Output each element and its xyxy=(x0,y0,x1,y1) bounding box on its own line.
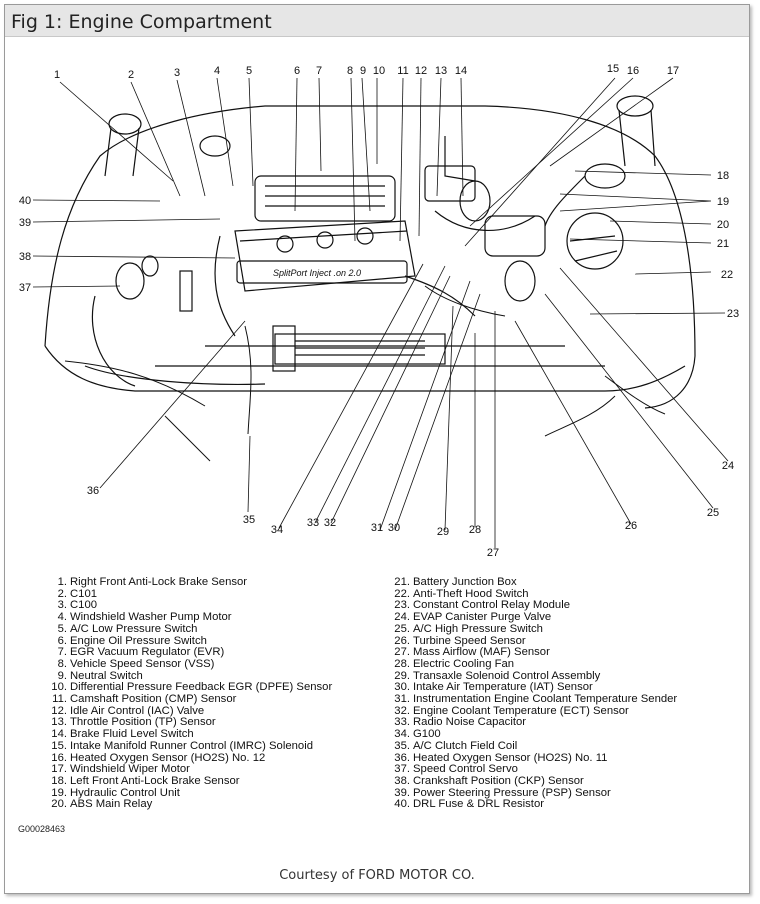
callout-40: 40 xyxy=(19,195,31,207)
callout-10: 10 xyxy=(373,65,385,77)
legend-item: 26.Turbine Speed Sensor xyxy=(394,634,526,647)
callout-12: 12 xyxy=(415,65,427,77)
callout-31: 31 xyxy=(371,522,383,534)
callout-17: 17 xyxy=(667,65,679,77)
callout-3: 3 xyxy=(174,67,180,79)
callout-33: 33 xyxy=(307,517,319,529)
callout-30: 30 xyxy=(388,522,400,534)
callout-28: 28 xyxy=(469,524,481,536)
legend-item: 40.DRL Fuse & DRL Resistor xyxy=(394,798,544,811)
intake-components xyxy=(91,135,626,387)
legend-item: 13.Throttle Position (TP) Sensor xyxy=(51,716,216,729)
legend-item: 34.G100 xyxy=(394,728,441,741)
callout-20: 20 xyxy=(717,219,729,231)
legend-item: 39.Power Steering Pressure (PSP) Sensor xyxy=(394,786,611,799)
callout-2: 2 xyxy=(128,69,134,81)
callout-22: 22 xyxy=(721,269,733,281)
legend-item: 21.Battery Junction Box xyxy=(394,576,517,588)
callout-18: 18 xyxy=(717,170,729,182)
engine-bay-outline xyxy=(44,95,696,409)
legend-item: 14.Brake Fluid Level Switch xyxy=(51,728,194,741)
callout-21: 21 xyxy=(717,238,729,250)
figure-title-bar: Fig 1: Engine Compartment xyxy=(5,5,749,37)
legend-item: 17.Windshield Wiper Motor xyxy=(51,763,190,776)
legend-item: 38.Crankshaft Position (CKP) Sensor xyxy=(394,774,584,787)
callout-34: 34 xyxy=(271,524,283,536)
legend-item: 25.A/C High Pressure Switch xyxy=(394,622,543,635)
legend-item: 1.Right Front Anti-Lock Brake Sensor xyxy=(57,576,248,588)
legend-item: 35.A/C Clutch Field Coil xyxy=(394,739,518,752)
callout-15: 15 xyxy=(607,63,619,75)
legend-item: 16.Heated Oxygen Sensor (HO2S) No. 12 xyxy=(51,751,266,764)
callout-5: 5 xyxy=(246,65,252,77)
callout-38: 38 xyxy=(19,251,31,263)
callout-23: 23 xyxy=(727,308,739,320)
legend-item: 31.Instrumentation Engine Coolant Temper… xyxy=(394,693,678,706)
wiring-harness xyxy=(64,285,666,462)
callout-32: 32 xyxy=(324,517,336,529)
courtesy-credit: Courtesy of FORD MOTOR CO. xyxy=(279,868,475,883)
callout-7: 7 xyxy=(316,65,322,77)
legend-item: 23.Constant Control Relay Module xyxy=(394,599,570,612)
legend-right-column: 21.Battery Junction Box 22.Anti-Theft Ho… xyxy=(390,576,678,811)
legend-item: 22.Anti-Theft Hood Switch xyxy=(394,587,529,600)
engine-plate-text: SplitPort Inject .on 2.0 xyxy=(273,268,361,278)
legend-item: 3.C100 xyxy=(57,599,98,612)
legend-item: 36.Heated Oxygen Sensor (HO2S) No. 11 xyxy=(394,751,608,764)
callout-11: 11 xyxy=(397,65,408,77)
callout-24: 24 xyxy=(722,460,734,472)
legend-item: 15.Intake Manifold Runner Control (IMRC)… xyxy=(51,739,313,752)
callout-6: 6 xyxy=(294,65,300,77)
legend-item: 12.Idle Air Control (IAC) Valve xyxy=(51,704,205,717)
callout-29: 29 xyxy=(437,526,449,538)
legend-item: 30.Intake Air Temperature (IAT) Sensor xyxy=(394,681,593,694)
legend-item: 37.Speed Control Servo xyxy=(394,763,518,776)
legend-item: 24.EVAP Canister Purge Valve xyxy=(394,611,552,624)
callout-27: 27 xyxy=(487,547,499,559)
legend-item: 20.ABS Main Relay xyxy=(51,798,153,811)
legend-item: 18.Left Front Anti-Lock Brake Sensor xyxy=(51,774,240,787)
callout-9: 9 xyxy=(360,65,366,77)
callout-39: 39 xyxy=(19,217,31,229)
legend-item: 10.Differential Pressure Feedback EGR (D… xyxy=(51,681,333,694)
legend-item: 33.Radio Noise Capacitor xyxy=(394,716,527,729)
callout-4: 4 xyxy=(214,65,220,77)
callout-13: 13 xyxy=(435,65,447,77)
legend-left-column: 1.Right Front Anti-Lock Brake Sensor 2.C… xyxy=(47,576,333,811)
legend-item: 9.Neutral Switch xyxy=(57,669,143,682)
callout-leader-lines xyxy=(32,77,729,548)
legend-item: 27.Mass Airflow (MAF) Sensor xyxy=(394,646,550,659)
engine-block xyxy=(214,175,476,337)
figure-frame: Fig 1: Engine Compartment xyxy=(4,4,750,894)
callout-1: 1 xyxy=(54,69,60,81)
legend-item: 6.Engine Oil Pressure Switch xyxy=(57,634,207,647)
callout-14: 14 xyxy=(455,65,467,77)
callout-36: 36 xyxy=(87,485,99,497)
legend-item: 2.C101 xyxy=(57,587,98,600)
callout-numbers: 1 2 3 4 5 6 7 8 9 10 11 12 13 14 15 16 1… xyxy=(19,63,739,559)
engine-compartment-diagram: SplitPort Inject .on 2.0 xyxy=(19,63,739,559)
legend-item: 5.A/C Low Pressure Switch xyxy=(57,622,198,635)
callout-37: 37 xyxy=(19,282,31,294)
legend-item: 29.Transaxle Solenoid Control Assembly xyxy=(394,669,601,682)
legend-item: 19.Hydraulic Control Unit xyxy=(51,786,180,799)
legend-item: 11.Camshaft Position (CMP) Sensor xyxy=(52,693,237,706)
figure-title: Fig 1: Engine Compartment xyxy=(11,11,272,33)
callout-8: 8 xyxy=(347,65,353,77)
legend-item: 7.EGR Vacuum Regulator (EVR) xyxy=(57,646,225,659)
callout-16: 16 xyxy=(627,65,639,77)
diagram-code: G00028463 xyxy=(18,824,66,834)
legend-item: 4.Windshield Washer Pump Motor xyxy=(57,611,232,624)
legend-item: 28.Electric Cooling Fan xyxy=(394,657,515,670)
callout-19: 19 xyxy=(717,196,729,208)
callout-25: 25 xyxy=(707,507,719,519)
callout-26: 26 xyxy=(625,520,637,532)
callout-35: 35 xyxy=(243,514,255,526)
legend-item: 32.Engine Coolant Temperature (ECT) Sens… xyxy=(394,704,629,717)
legend-item: 8.Vehicle Speed Sensor (VSS) xyxy=(57,657,215,670)
